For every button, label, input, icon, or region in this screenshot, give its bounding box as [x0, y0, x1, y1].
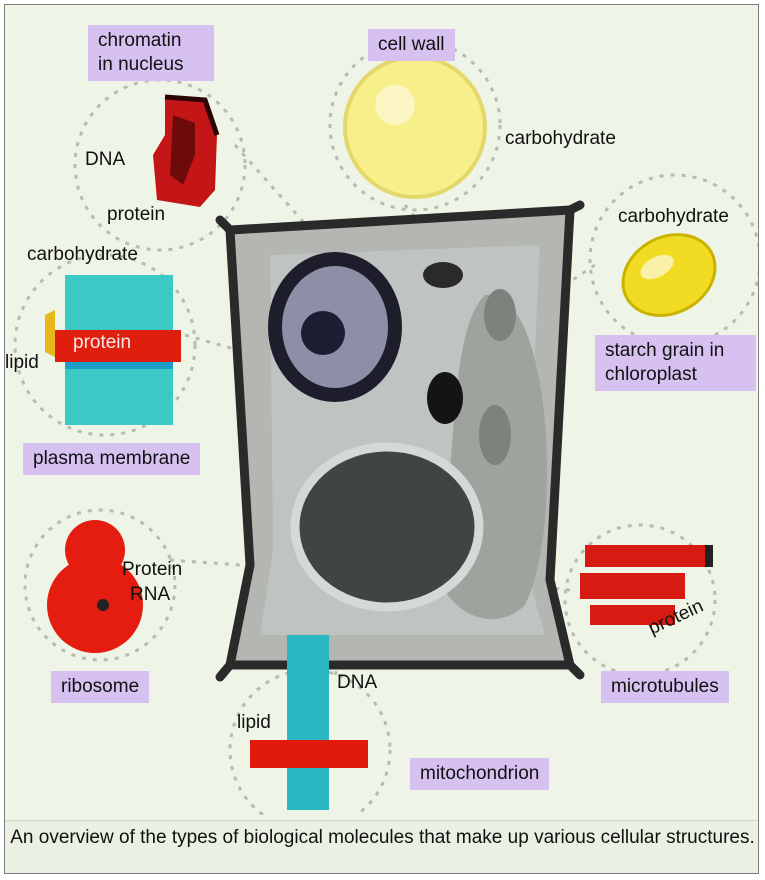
plant-cell — [220, 205, 580, 677]
label-membrane-carbohydrate: carbohydrate — [27, 245, 138, 266]
tag-chromatin-in-nucleus: chromatin in nucleus — [88, 25, 214, 81]
figure-frame: chromatin in nucleus cell wall starch gr… — [4, 4, 759, 874]
label-ribosome-rna: RNA — [130, 585, 170, 606]
label-nucleus-dna: DNA — [85, 150, 125, 171]
label-mitochondrion-lipid: lipid — [237, 713, 271, 734]
label-nucleus-protein: protein — [107, 205, 165, 226]
tag-mitochondrion: mitochondrion — [410, 758, 549, 790]
label-mitochondrion-dna: DNA — [337, 673, 377, 694]
tag-plasma-membrane: plasma membrane — [23, 443, 200, 475]
nucleus-chromatin — [153, 97, 217, 207]
tag-starch-grain: starch grain in chloroplast — [595, 335, 756, 391]
starch-grain — [609, 219, 729, 331]
label-ribosome-protein: Protein — [122, 560, 182, 581]
nucleolus-shape — [301, 311, 345, 355]
ribosome-shape — [47, 520, 143, 653]
label-chloroplast-carbohydrate: carbohydrate — [618, 207, 729, 228]
vacuole-shape — [295, 447, 479, 607]
label-membrane-protein: protein — [73, 333, 131, 354]
tag-ribosome: ribosome — [51, 671, 149, 703]
tag-cell-wall: cell wall — [368, 29, 455, 61]
label-membrane-lipid: lipid — [5, 353, 39, 374]
tag-microtubules: microtubules — [601, 671, 729, 703]
mitochondrion-small — [427, 372, 463, 424]
label-cell-wall-carbohydrate: carbohydrate — [505, 129, 616, 150]
figure-caption: An overview of the types of biological m… — [5, 820, 759, 874]
cell-wall-carbohydrate-blob — [345, 57, 485, 197]
